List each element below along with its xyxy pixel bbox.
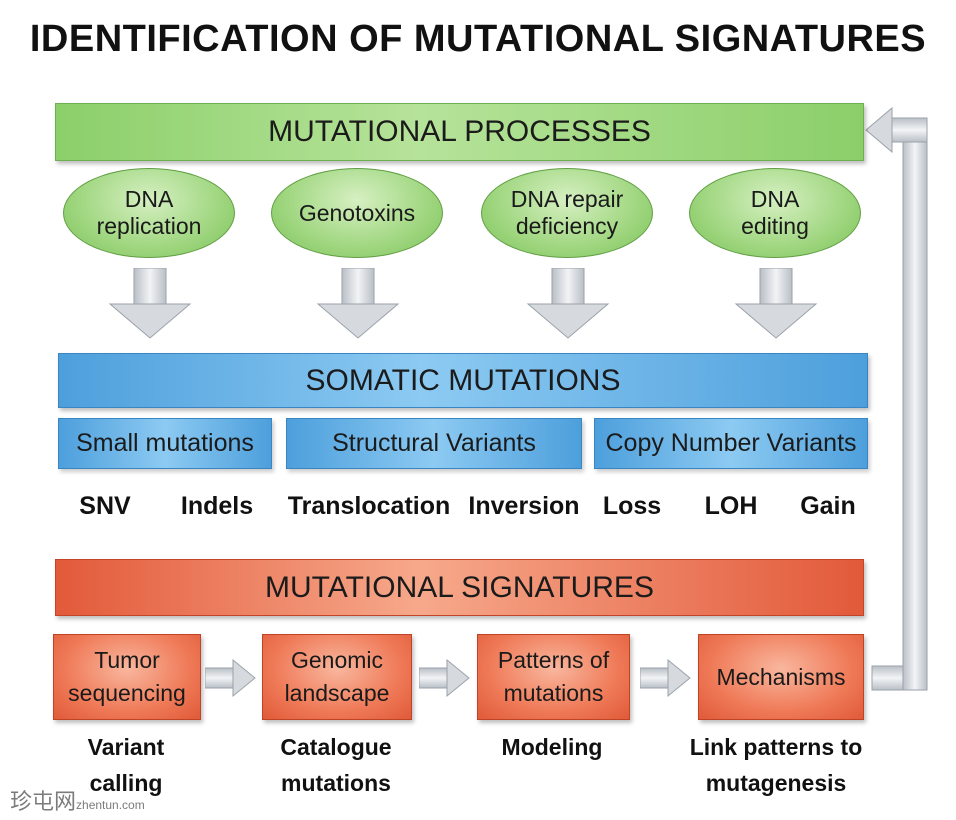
type-translocation: Translocation (287, 492, 451, 520)
step-label-line1: Catalogue (280, 734, 392, 760)
somatic-mutations-banner: SOMATIC MUTATIONS (58, 353, 868, 408)
step-box-line1: Tumor (94, 647, 160, 673)
right-arrow-icon (205, 658, 256, 698)
type-inversion: Inversion (468, 492, 580, 520)
mutational-signatures-banner: MUTATIONAL SIGNATURES (55, 559, 864, 616)
process-label-line2: deficiency (515, 213, 619, 239)
process-label-line1: Genotoxins (298, 199, 416, 226)
category-structural-variants: Structural Variants (286, 418, 582, 469)
step-label-line2: mutations (281, 770, 391, 796)
down-arrow-icon (526, 268, 610, 339)
right-arrow-icon (640, 658, 691, 698)
process-genotoxins: Genotoxins (271, 168, 443, 258)
type-loss: Loss (602, 492, 662, 520)
down-arrow-icon (316, 268, 400, 339)
step-label-line1: Variant (87, 734, 165, 760)
step-mechanisms: Mechanisms (698, 634, 864, 720)
step-box-line2: mutations (503, 680, 604, 706)
step-label-link-patterns: Link patterns to mutagenesis (676, 729, 876, 801)
step-label-line2: calling (89, 770, 163, 796)
category-small-mutations: Small mutations (58, 418, 272, 469)
step-label-line2: mutagenesis (705, 770, 847, 796)
type-loh: LOH (704, 492, 758, 520)
right-arrow-icon (419, 658, 470, 698)
step-box-line2: sequencing (68, 680, 186, 706)
step-label-line1: Modeling (501, 734, 603, 760)
process-label-line1: DNA (124, 186, 174, 212)
step-patterns-of-mutations: Patterns of mutations (477, 634, 630, 720)
step-genomic-landscape: Genomic landscape (262, 634, 412, 720)
type-gain: Gain (800, 492, 856, 520)
watermark-sub: zhentun.com (76, 798, 145, 812)
category-copy-number-variants: Copy Number Variants (594, 418, 868, 469)
process-label-line1: DNA (750, 186, 800, 212)
step-box-line2: landscape (284, 680, 390, 706)
feedback-arrow (865, 106, 928, 691)
mutational-processes-banner: MUTATIONAL PROCESSES (55, 103, 864, 161)
process-label-line2: editing (741, 213, 809, 239)
type-indels: Indels (180, 492, 254, 520)
step-label-catalogue-mutations: Catalogue mutations (250, 729, 422, 801)
down-arrow-icon (108, 268, 192, 339)
type-snv: SNV (79, 492, 131, 520)
watermark: 珍屯网zhentun.com (10, 784, 145, 816)
step-label-variant-calling: Variant calling (40, 729, 212, 801)
process-label-line1: DNA repair (510, 186, 624, 212)
step-box-line1: Mechanisms (716, 663, 846, 690)
step-box-line1: Patterns of (497, 647, 610, 673)
process-label-line2: replication (96, 213, 202, 239)
diagram-title: IDENTIFICATION OF MUTATIONAL SIGNATURES (29, 18, 927, 60)
step-label-line1: Link patterns to (689, 734, 863, 760)
step-label-modeling: Modeling (466, 729, 638, 765)
step-tumor-sequencing: Tumor sequencing (53, 634, 201, 720)
down-arrow-icon (734, 268, 818, 339)
watermark-main: 珍屯网 (10, 789, 77, 814)
step-box-line1: Genomic (290, 647, 384, 673)
